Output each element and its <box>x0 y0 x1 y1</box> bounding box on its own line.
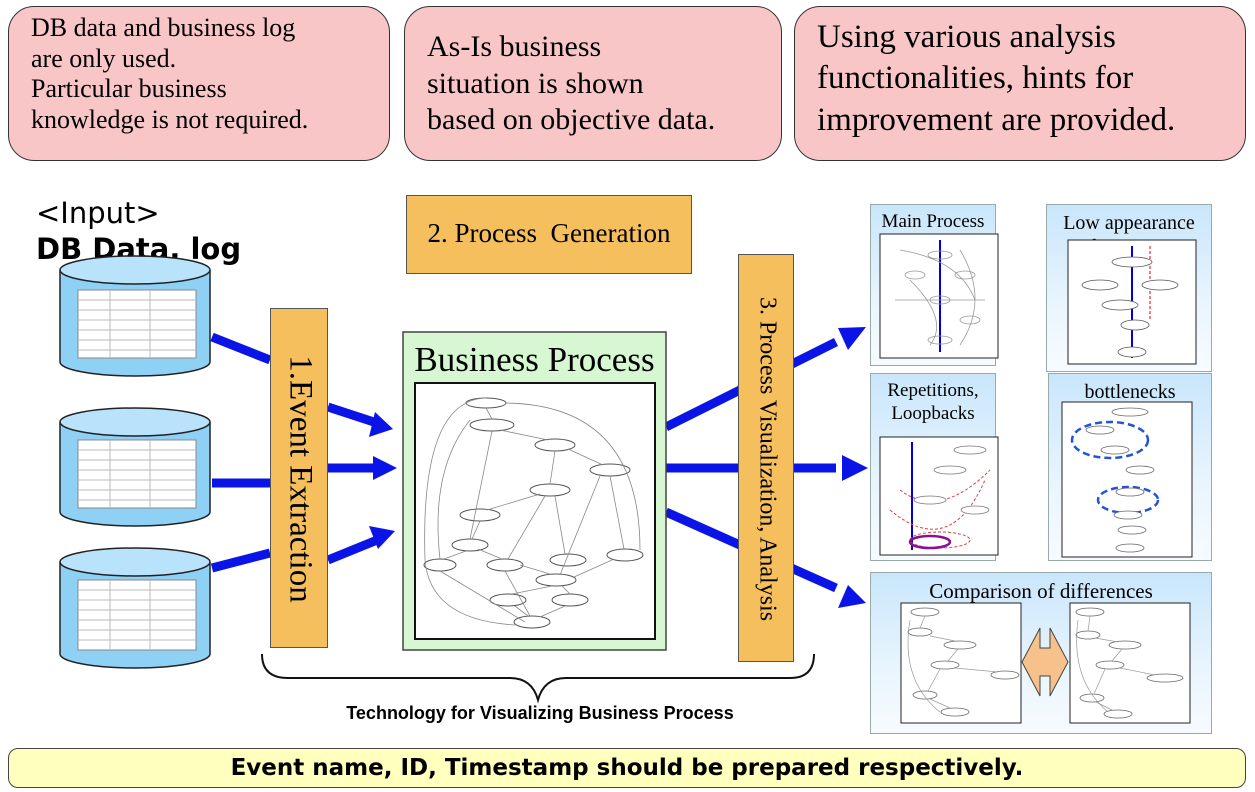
callout-text-line: situation is shown <box>427 66 644 100</box>
bottlenecks-graph <box>1061 401 1193 558</box>
callout-analysis: Using various analysis functionalities, … <box>794 6 1246 161</box>
business-process-title: Business Process <box>414 340 655 379</box>
process-visualization-box: 3. Process Visualization, Analysis <box>738 254 794 662</box>
process-visualization-label: 3. Process Visualization, Analysis <box>754 296 781 622</box>
database-cylinder-1 <box>59 255 211 377</box>
callout-data-sources: DB data and business log are only used. … <box>8 6 390 161</box>
process-graph-edges <box>424 397 641 626</box>
event-extraction-label: 1.Event Extraction <box>282 355 319 603</box>
input-label: <Input> <box>36 196 160 230</box>
callout-text-line: based on objective data. <box>427 103 716 137</box>
process-generation-label: 2. Process Generation <box>427 218 671 248</box>
process-graph <box>423 397 644 629</box>
table-grid-lines <box>78 290 196 650</box>
process-generation-box: 2. Process Generation <box>406 195 692 274</box>
callout-text-line: knowledge is not required. <box>31 105 309 135</box>
business-process-graph-frame <box>414 382 656 640</box>
callout-text-line: are only used. <box>31 43 177 73</box>
callout-text-line: improvement are provided. <box>817 101 1176 138</box>
callout-text-line: As-Is business <box>427 30 602 63</box>
main-process-graph <box>879 233 999 359</box>
event-extraction-box: 1.Event Extraction <box>270 308 328 648</box>
repetitions-graph <box>879 436 999 556</box>
callout-text-line: Particular business <box>31 74 227 104</box>
comparison-graphs <box>900 602 1191 724</box>
blue-arrowheads <box>369 327 868 608</box>
callout-as-is: As-Is business situation is shown based … <box>404 6 782 161</box>
technology-brace <box>261 653 815 704</box>
database-cylinder-3 <box>59 547 211 669</box>
low-frequency-graph <box>1067 239 1197 365</box>
callout-text-line: functionalities, hints for <box>817 60 1134 97</box>
database-cylinder-2 <box>59 407 211 527</box>
technology-label: Technology for Visualizing Business Proc… <box>346 703 734 723</box>
footer-note: Event name, ID, Timestamp should be prep… <box>230 755 1024 781</box>
callout-text-line: DB data and business log <box>31 13 296 42</box>
footer-note-box: Event name, ID, Timestamp should be prep… <box>8 748 1246 788</box>
callout-text-line: Using various analysis <box>817 19 1116 55</box>
